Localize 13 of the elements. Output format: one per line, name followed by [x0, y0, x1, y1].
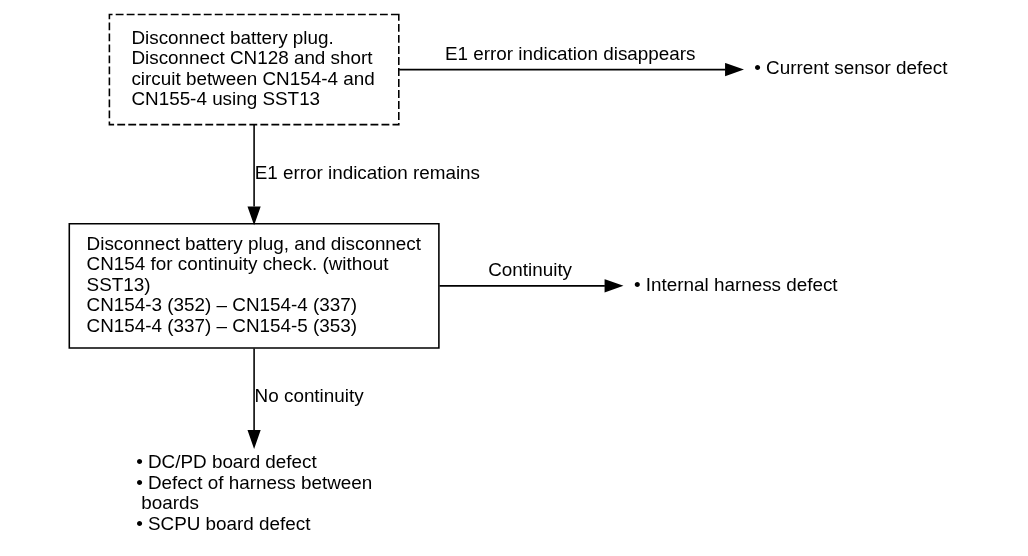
arrow [398, 63, 744, 77]
arrow [438, 279, 624, 293]
edge-label: No continuity [254, 385, 364, 407]
node-box: Disconnect battery plug, and disconnect CN154 for continuity check. (without SST13) CN154-3 (352) – CN154-4 (337) CN154-4 (337) – CN154-5 (353) [68, 222, 440, 349]
arrow [247, 347, 261, 449]
node-box: Disconnect battery plug. Disconnect CN128 and short circuit between CN154-4 and CN155-4 using SST13 [108, 13, 400, 126]
node-text: • Internal harness defect [633, 273, 838, 295]
arrow [247, 124, 261, 226]
node-text: • DC/PD board defect • Defect of harness between boards • SCPU board defect [136, 451, 373, 534]
edge-label: E1 error indication disappears [444, 42, 696, 64]
edge-label: Continuity [488, 258, 573, 280]
edge-label: E1 error indication remains [254, 162, 481, 184]
node-text: • Current sensor defect [754, 57, 948, 79]
